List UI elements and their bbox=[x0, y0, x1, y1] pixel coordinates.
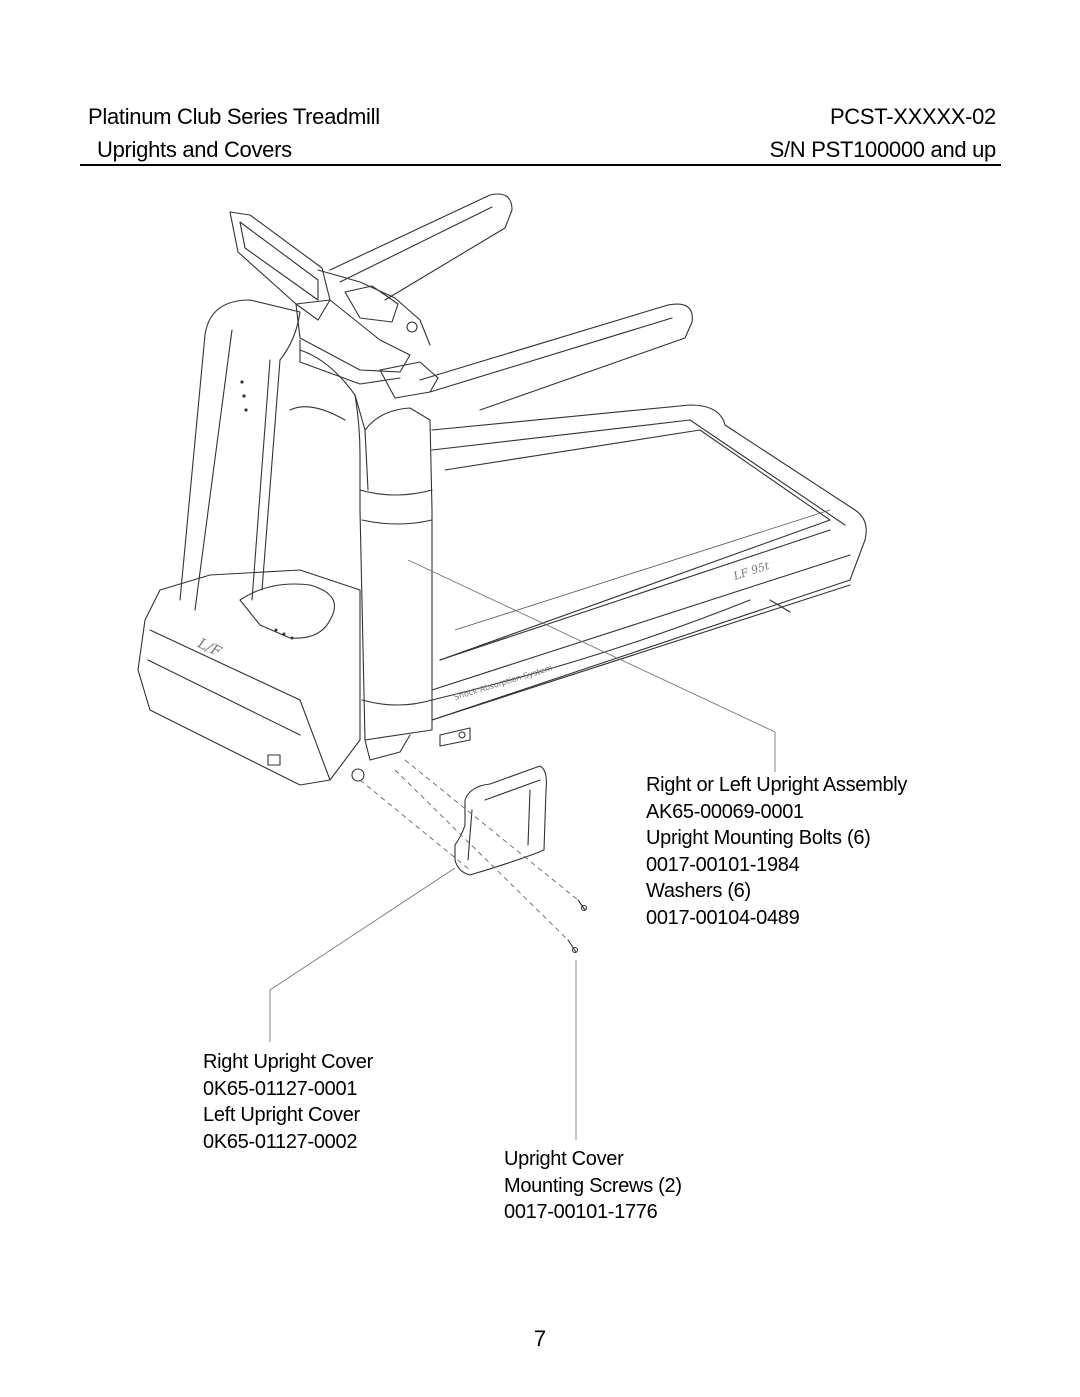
upright-cover bbox=[454, 765, 547, 876]
callout-line: Upright Cover bbox=[504, 1148, 624, 1170]
callout-line: Right Upright Cover bbox=[203, 1051, 373, 1073]
callout-upright-cover: Right Upright Cover 0K65-01127-0001 Left… bbox=[203, 1049, 373, 1155]
console-arms bbox=[329, 193, 693, 411]
cover-screws bbox=[567, 899, 588, 954]
callout-cover-screws: Upright Cover Mounting Screws (2) 0017-0… bbox=[504, 1146, 682, 1226]
callout-line: Mounting Screws (2) bbox=[504, 1174, 682, 1197]
part-number: 0017-00104-0489 bbox=[646, 906, 800, 929]
assembly-guides bbox=[359, 759, 579, 941]
callout-upright-assembly: Right or Left Upright Assembly AK65-0006… bbox=[646, 772, 907, 931]
part-number: 0K65-01127-0002 bbox=[203, 1130, 358, 1153]
left-upright bbox=[179, 299, 301, 611]
svg-text:LF 95t: LF 95t bbox=[731, 559, 772, 583]
treadmill-deck: LF 95t Shock Absorption System bbox=[431, 404, 867, 747]
callout-line: Right or Left Upright Assembly bbox=[646, 774, 908, 796]
callout-line: Washers (6) bbox=[646, 880, 751, 902]
motor-hood: L/F bbox=[137, 569, 361, 786]
model-number: PCST-XXXXX-02 bbox=[829, 104, 996, 129]
console bbox=[229, 211, 439, 399]
section-title: Uprights and Covers bbox=[97, 137, 292, 162]
right-upright bbox=[289, 349, 433, 782]
document-title: Platinum Club Series Treadmill bbox=[88, 104, 380, 129]
part-number: AK65-00069-0001 bbox=[646, 800, 804, 823]
leader-lines bbox=[269, 559, 776, 1140]
serial-range: S/N PST100000 and up bbox=[769, 137, 997, 162]
page-number: 7 bbox=[533, 1326, 547, 1351]
part-number: 0K65-01127-0001 bbox=[203, 1077, 358, 1100]
svg-text:L/F: L/F bbox=[194, 635, 224, 660]
part-number: 0017-00101-1984 bbox=[646, 853, 800, 876]
callout-line: Left Upright Cover bbox=[203, 1104, 360, 1126]
header-rule bbox=[80, 164, 1001, 166]
callout-line: Upright Mounting Bolts (6) bbox=[646, 827, 871, 849]
part-number: 0017-00101-1776 bbox=[504, 1201, 658, 1223]
